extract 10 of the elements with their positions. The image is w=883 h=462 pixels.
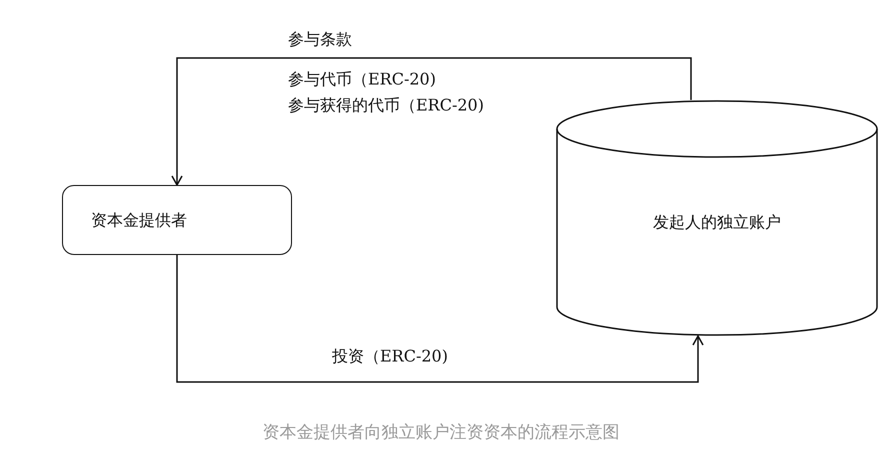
arrow <box>171 57 692 186</box>
caption: 资本金提供者向独立账户注资资本的流程示意图 <box>262 422 620 444</box>
node-label: 发起人的独立账户 <box>653 212 781 234</box>
flow-note: 参与代币（ERC-20) <box>288 70 436 90</box>
edge-label: 投资（ERC-20) <box>332 346 448 368</box>
node-label: 资本金提供者 <box>91 210 187 232</box>
flow-note: 参与条款 <box>288 30 352 50</box>
arrow <box>176 255 704 383</box>
process-box <box>62 185 292 255</box>
flow-note: 参与获得的代币（ERC-20) <box>288 96 484 116</box>
